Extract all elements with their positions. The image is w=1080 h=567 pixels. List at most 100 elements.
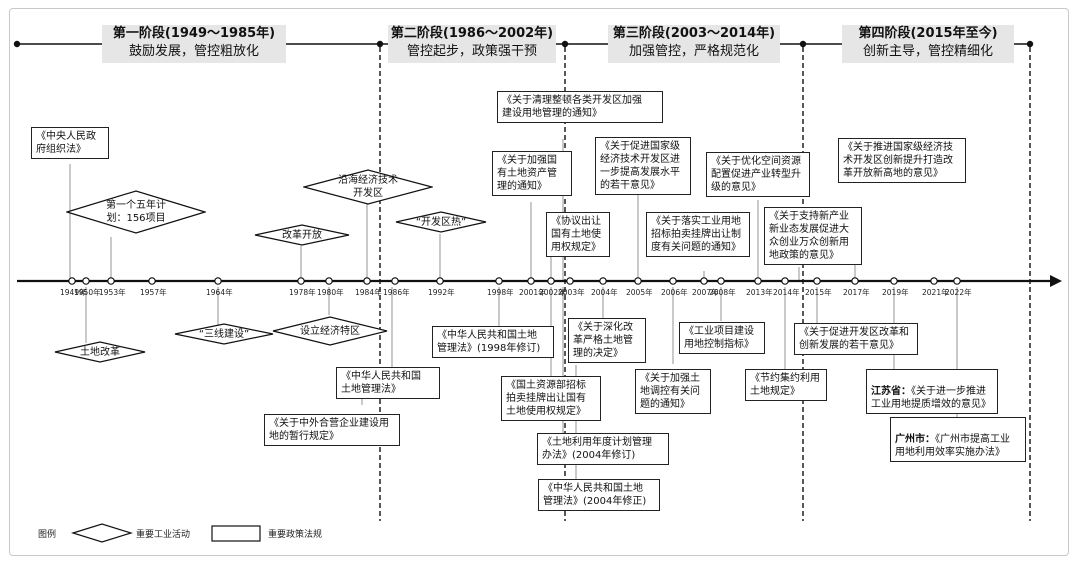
policy-box: 《关于中外合营企业建设用 地的暂行规定》 bbox=[264, 414, 400, 446]
year-label: 1949年 bbox=[60, 288, 87, 297]
policy-box: 《关于支持新产业 新业态发展促进大 众创业万众创新用 地政策的意见》 bbox=[764, 207, 862, 265]
legend-diamond-label: 重要工业活动 bbox=[136, 530, 191, 540]
year-tick bbox=[781, 277, 789, 285]
year-tick bbox=[566, 277, 574, 285]
event-label: 第一个五年计 划：156项目 bbox=[106, 200, 166, 224]
year-label: 2005年 bbox=[626, 288, 653, 297]
year-label: 1953年 bbox=[99, 288, 126, 297]
event-diamond bbox=[303, 169, 433, 205]
policy-box: 《中华人民共和国 土地管理法》 bbox=[336, 367, 440, 399]
policy-box: 《关于推进国家级经济技 术开发区创新提升打造改 革开放新高地的意见》 bbox=[838, 138, 966, 183]
year-label: 1964年 bbox=[206, 288, 233, 297]
policy-box: 《关于促进开发区改革和 创新发展的若干意见》 bbox=[794, 323, 918, 355]
event-label: “开发区热” bbox=[415, 216, 467, 228]
policy-box: 《关于优化空间资源 配置促进产业转型升 级的意见》 bbox=[706, 152, 810, 197]
year-tick bbox=[68, 277, 76, 285]
local-policy-box: 广州市：《广州市提高工业 用地利用效率实施办法》 bbox=[890, 417, 1026, 462]
phase-4-header: 第四阶段(2015年至今) 创新主导，管控精细化 bbox=[842, 25, 1014, 63]
year-label: 2017年 bbox=[843, 288, 870, 297]
year-label: 1957年 bbox=[140, 288, 167, 297]
legend-title: 图例 bbox=[38, 530, 57, 540]
year-label: 2006年 bbox=[661, 288, 688, 297]
policy-box: 《土地利用年度计划管理 办法》(2004年修订) bbox=[537, 433, 669, 465]
year-tick bbox=[82, 277, 90, 285]
local-policy-text: 《关于进一步推进 工业用地提质增效的意见》 bbox=[871, 386, 991, 410]
year-label: 2002年 bbox=[539, 288, 566, 297]
year-tick bbox=[527, 277, 535, 285]
year-tick bbox=[214, 277, 222, 285]
year-tick bbox=[436, 277, 444, 285]
policy-box: 《中央人民政 府组织法》 bbox=[31, 127, 109, 159]
policy-box: 《关于落实工业用地 招标拍卖挂牌出让制 度有关问题的通知》 bbox=[646, 212, 750, 257]
legend-diamond bbox=[70, 523, 134, 543]
local-policy-box: 江苏省：《关于进一步推进 工业用地提质增效的意见》 bbox=[866, 369, 998, 414]
year-tick bbox=[890, 277, 898, 285]
year-tick bbox=[717, 277, 725, 285]
year-tick bbox=[754, 277, 762, 285]
timeline-figure: 第一阶段(1949～1985年) 鼓励发展，管控粗放化 第二阶段(1986～20… bbox=[9, 8, 1069, 556]
phase-4-subtitle: 创新主导，管控精细化 bbox=[862, 44, 993, 59]
year-tick bbox=[547, 277, 555, 285]
phase-2-title: 第二阶段(1986～2002年) bbox=[390, 26, 554, 41]
year-tick bbox=[599, 277, 607, 285]
local-policy-region: 江苏省： bbox=[871, 386, 911, 397]
year-label: 1998年 bbox=[487, 288, 514, 297]
local-policy-text: 《广州市提高工业 用地利用效率实施办法》 bbox=[895, 434, 1010, 458]
year-label: 2008年 bbox=[709, 288, 736, 297]
legend-rect-label: 重要政策法规 bbox=[268, 530, 323, 540]
policy-box: 《关于促进国家级 经济技术开发区进 一步提高发展水平 的若干意见》 bbox=[595, 137, 691, 195]
year-label: 1978年 bbox=[289, 288, 316, 297]
phase-2-header: 第二阶段(1986～2002年) 管控起步，政策强干预 bbox=[388, 25, 556, 63]
year-tick bbox=[148, 277, 156, 285]
phase-1-header: 第一阶段(1949～1985年) 鼓励发展，管控粗放化 bbox=[102, 25, 286, 63]
event-label: “三线建设” bbox=[198, 328, 250, 340]
year-tick bbox=[495, 277, 503, 285]
phase-4-title: 第四阶段(2015年至今) bbox=[858, 26, 998, 41]
year-label: 2019年 bbox=[882, 288, 909, 297]
year-label: 1950年 bbox=[74, 288, 101, 297]
year-tick bbox=[363, 277, 371, 285]
policy-box: 《工业项目建设 用地控制指标》 bbox=[679, 322, 765, 354]
year-label: 2004年 bbox=[591, 288, 618, 297]
year-label: 2021年 bbox=[922, 288, 949, 297]
year-label: 1980年 bbox=[317, 288, 344, 297]
local-policy-region: 广州市： bbox=[895, 434, 935, 445]
year-tick bbox=[391, 277, 399, 285]
event-diamond bbox=[272, 316, 388, 346]
year-tick bbox=[700, 277, 708, 285]
year-tick bbox=[325, 277, 333, 285]
phase-1-subtitle: 鼓励发展，管控粗放化 bbox=[128, 44, 259, 59]
phase-3-header: 第三阶段(2003～2014年) 加强管控，严格规范化 bbox=[608, 25, 780, 63]
event-label: 土地改革 bbox=[80, 346, 120, 358]
policy-box: 《关于深化改 革严格土地管 理的决定》 bbox=[568, 318, 646, 363]
policy-box: 《中华人民共和国土地 管理法》(1998年修订) bbox=[432, 326, 554, 358]
year-label: 2015年 bbox=[805, 288, 832, 297]
event-diamond bbox=[254, 224, 350, 246]
timeline-lines bbox=[13, 40, 1062, 543]
year-tick bbox=[297, 277, 305, 285]
year-label: 2013年 bbox=[746, 288, 773, 297]
year-label: 2014年 bbox=[773, 288, 800, 297]
year-tick bbox=[634, 277, 642, 285]
phase-2-subtitle: 管控起步，政策强干预 bbox=[406, 44, 537, 59]
event-diamond bbox=[66, 190, 206, 234]
year-label: 2022年 bbox=[945, 288, 972, 297]
policy-box: 《关于加强国 有土地资产管 理的通知》 bbox=[492, 151, 572, 196]
year-tick bbox=[953, 277, 961, 285]
policy-box: 《协议出让 国有土地使 用权规定》 bbox=[546, 212, 610, 257]
event-label: 改革开放 bbox=[282, 229, 322, 241]
policy-box: 《国土资源部招标 拍卖挂牌出让国有 土地使用权规定》 bbox=[501, 376, 601, 421]
year-tick bbox=[107, 277, 115, 285]
year-label: 1986年 bbox=[383, 288, 410, 297]
event-label: 设立经济特区 bbox=[300, 325, 360, 337]
policy-box: 《节约集约利用 土地规定》 bbox=[745, 369, 827, 401]
policy-box: 《中华人民共和国土地 管理法》(2004年修正) bbox=[538, 479, 660, 511]
legend-rect bbox=[211, 525, 261, 542]
phase-3-subtitle: 加强管控，严格规范化 bbox=[628, 44, 759, 59]
year-label: 1992年 bbox=[428, 288, 455, 297]
policy-box: 《关于清理整顿各类开发区加强 建设用地管理的通知》 bbox=[497, 91, 663, 123]
event-diamond bbox=[174, 323, 274, 345]
year-tick bbox=[930, 277, 938, 285]
phase-1-title: 第一阶段(1949～1985年) bbox=[112, 26, 276, 41]
event-diamond bbox=[395, 211, 487, 233]
